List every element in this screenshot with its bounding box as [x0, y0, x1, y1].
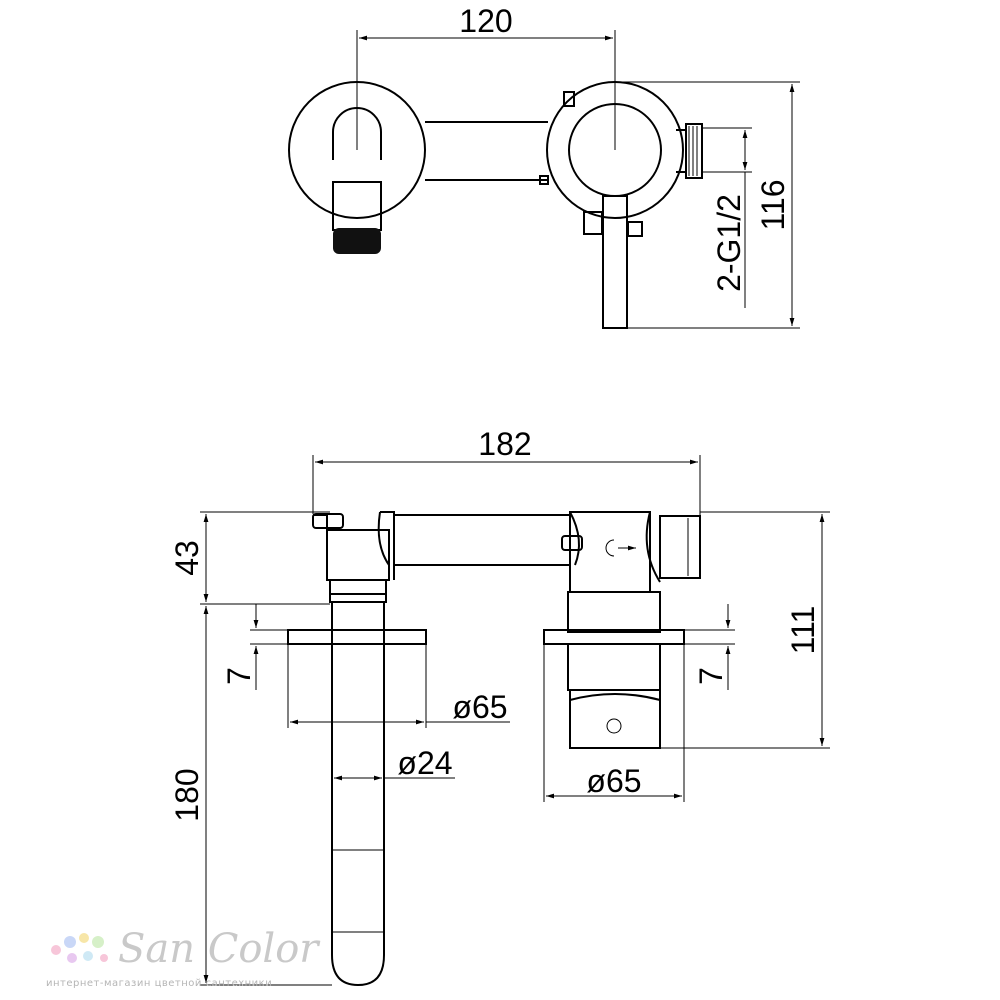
brand-dot [64, 936, 76, 948]
dim-height-116: 116 [755, 179, 791, 230]
dim-total-height-111: 111 [785, 606, 821, 655]
brand-dot [51, 945, 61, 955]
dim-total-width-182: 182 [478, 426, 531, 462]
top-view: 120 116 2-G1/2 [288, 3, 800, 329]
dim-spout-180: 180 [169, 768, 205, 821]
handle-lever [602, 195, 628, 329]
brand-dot [92, 936, 104, 948]
aerator [333, 228, 381, 254]
mixer-body-front [569, 511, 651, 593]
dia-spout: ø24 [397, 745, 452, 781]
dia-plate-left: ø65 [452, 689, 507, 725]
spout-neck-top [332, 181, 382, 231]
dim-plate-right-7: 7 [693, 667, 729, 685]
inlet-front [659, 515, 701, 579]
brand-dot [79, 933, 89, 943]
dim-body-height-43: 43 [169, 540, 205, 576]
thread-label: 2-G1/2 [711, 194, 747, 292]
connecting-pipe-front [394, 514, 570, 566]
left-wall-plate [287, 629, 427, 645]
brand-dot [67, 953, 77, 963]
brand-dot [100, 954, 108, 962]
brand-dots-icon [51, 933, 108, 963]
brand-dot [83, 951, 93, 961]
dia-plate-right: ø65 [586, 763, 641, 799]
dim-width-120: 120 [459, 3, 512, 39]
dim-plate-left-7: 7 [221, 667, 257, 685]
spout-tube [331, 602, 385, 987]
connecting-pipe [425, 121, 548, 181]
front-view: 182 43 180 7 ø65 ø24 7 [169, 426, 830, 987]
brand-tagline: интернет-магазин цветной сантехники [46, 978, 273, 989]
brand-logo-text: San Color [118, 926, 319, 972]
inlet-thread [685, 123, 703, 179]
